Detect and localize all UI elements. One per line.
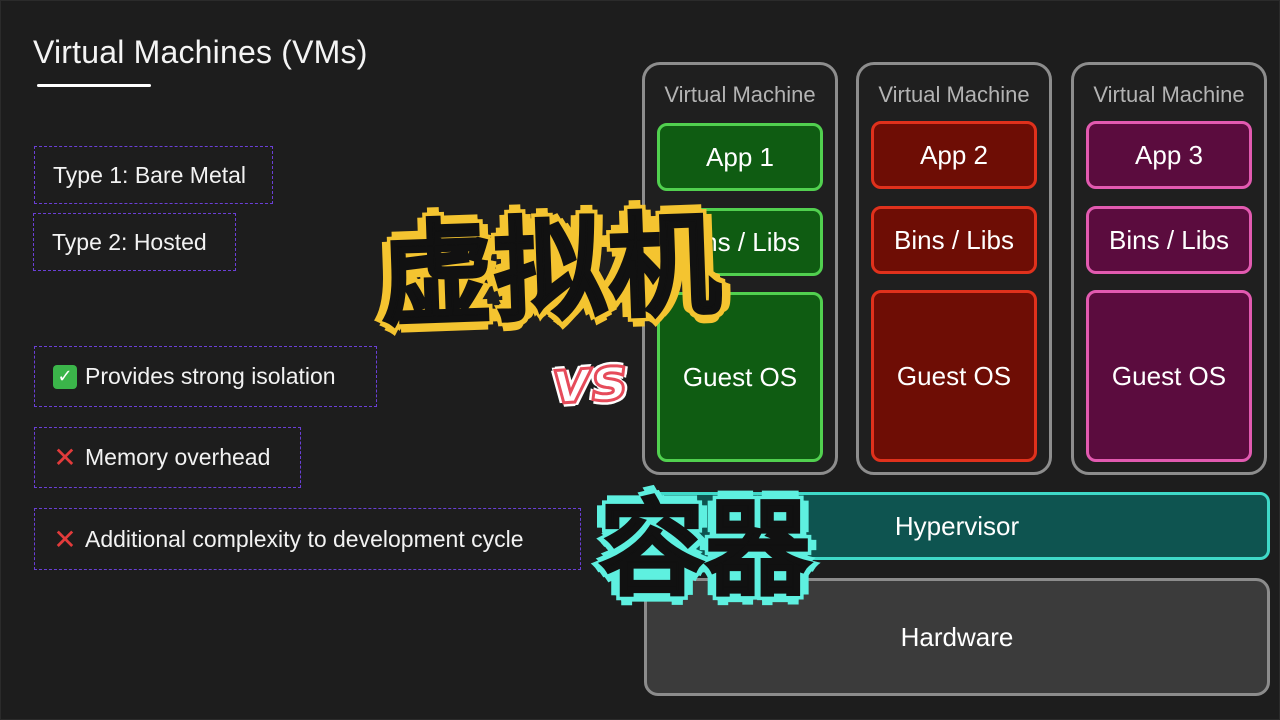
title-underline xyxy=(37,84,151,87)
guest-os-box: Guest OS xyxy=(1086,290,1252,462)
hardware-layer: Hardware xyxy=(644,578,1270,696)
vm-label: Virtual Machine xyxy=(664,82,816,107)
bins-libs-box: Bins / Libs xyxy=(657,208,823,276)
overlay-vs: vs xyxy=(548,342,631,420)
vm-label: Virtual Machine xyxy=(878,82,1030,107)
cross-icon: ✕ xyxy=(53,442,77,473)
virtual-machine-3: Virtual Machine App 3 Bins / Libs Guest … xyxy=(1071,62,1267,475)
point-isolation-text: Provides strong isolation xyxy=(85,363,336,389)
hypervisor-type-1-label: Type 1: Bare Metal xyxy=(53,161,247,188)
slide-title: Virtual Machines (VMs) xyxy=(33,34,368,70)
virtual-machine-1: Virtual Machine App 1 Bins / Libs Guest … xyxy=(642,62,838,475)
overlay-container-title: 容器 xyxy=(598,487,813,612)
point-memory: ✕ Memory overhead xyxy=(34,427,301,488)
point-complexity: ✕ Additional complexity to development c… xyxy=(34,508,581,570)
app-box: App 2 xyxy=(871,121,1037,189)
hypervisor-type-2-label: Type 2: Hosted xyxy=(52,228,207,255)
app-box: App 3 xyxy=(1086,121,1252,189)
hypervisor-layer: Hypervisor xyxy=(644,492,1270,560)
cross-icon: ✕ xyxy=(53,523,77,555)
hypervisor-type-1: Type 1: Bare Metal xyxy=(34,146,273,204)
check-icon: ✓ xyxy=(53,364,77,389)
point-isolation: ✓ Provides strong isolation xyxy=(34,346,377,407)
point-memory-text: Memory overhead xyxy=(85,444,271,470)
hypervisor-type-2: Type 2: Hosted xyxy=(33,213,236,271)
app-box: App 1 xyxy=(657,123,823,191)
vm-label: Virtual Machine xyxy=(1093,82,1245,107)
virtual-machine-2: Virtual Machine App 2 Bins / Libs Guest … xyxy=(856,62,1052,475)
bins-libs-box: Bins / Libs xyxy=(871,206,1037,274)
guest-os-box: Guest OS xyxy=(657,292,823,462)
bins-libs-box: Bins / Libs xyxy=(1086,206,1252,274)
guest-os-box: Guest OS xyxy=(871,290,1037,462)
point-complexity-text: Additional complexity to development cyc… xyxy=(85,525,524,552)
overlay-vm-title: 虚拟机 xyxy=(377,199,726,344)
